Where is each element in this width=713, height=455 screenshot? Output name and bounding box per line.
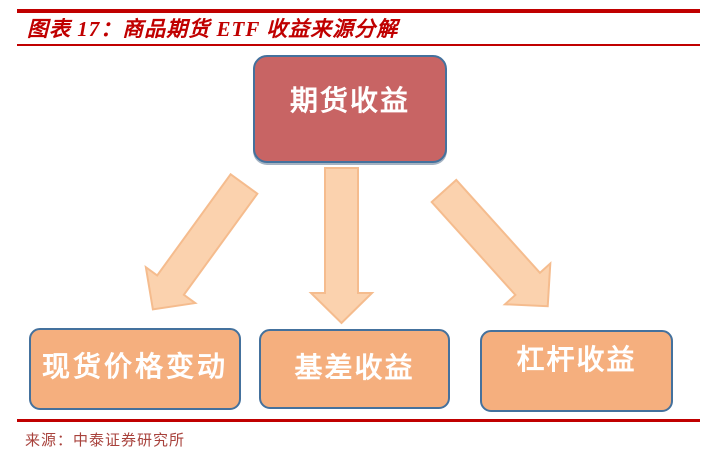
arrow-down-icon [308, 167, 375, 325]
source-note: 来源：中泰证券研究所 [25, 433, 186, 449]
node-spot-price-change: 现货价格变动 [29, 328, 241, 410]
node-spot-price-change-label: 现货价格变动 [41, 351, 228, 382]
node-leverage-income: 杠杆收益 [480, 330, 673, 412]
node-futures-income: 期货收益 [253, 55, 447, 163]
node-basis-income: 基差收益 [259, 329, 450, 409]
node-leverage-income-label: 杠杆收益 [516, 344, 637, 375]
node-futures-income-label: 期货收益 [289, 85, 410, 116]
bottom-rule [17, 419, 700, 422]
arrow-down-left-icon [144, 172, 259, 311]
arrow-down-right-icon [430, 178, 552, 308]
title-rule [17, 43, 700, 46]
figure-title: 图表 17：商品期货 ETF 收益来源分解 [27, 17, 399, 41]
node-basis-income-label: 基差收益 [294, 352, 415, 383]
top-rule [17, 9, 700, 13]
